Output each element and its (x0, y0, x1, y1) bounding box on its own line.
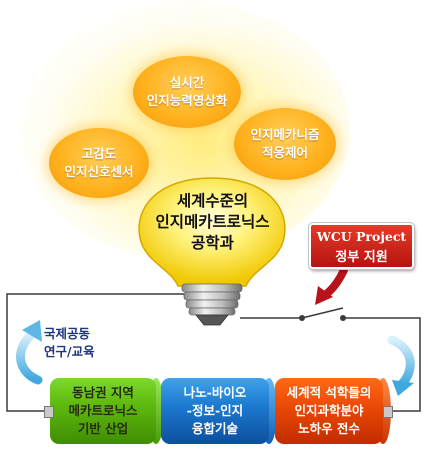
cylinder-text-3: 기반 산업 (77, 421, 129, 436)
bubble-text-2: 인지능력영상화 (146, 93, 228, 108)
switch-contact (340, 315, 346, 321)
cylinder-text-3: 노하우 전수 (298, 421, 360, 436)
cylinder-scholars-knowhow: 세계적 석학들의 인지과학분야 노하우 전수 (275, 378, 383, 444)
connector-nub (383, 406, 393, 418)
flow-arrow-left-icon (16, 320, 43, 385)
bulb-text-1: 세계수준의 (176, 192, 249, 210)
wcu-project-box: WCU Project 정부 지원 (308, 222, 415, 270)
wcu-subtitle: 정부 지원 (335, 250, 388, 265)
bubble-adaptive-control: 인지메카니즘 적응제어 (234, 108, 336, 180)
international-text-1: 국제공동 (44, 326, 91, 341)
bubble-text-1: 실시간 (169, 75, 205, 90)
cylinder-convergence-tech: 나노-바이오 -정보-인지 융합기술 (161, 378, 269, 444)
cylinder-text-1: 나노-바이오 (183, 385, 247, 400)
bubble-text-2: 인지신호센서 (64, 164, 134, 179)
bulb-label: 세계수준의 인지메카트로닉스 공학과 (150, 191, 275, 254)
circuit-wire (6, 293, 421, 412)
bubble-sensor: 고감도 인지신호센서 (49, 128, 149, 198)
international-text-2: 연구/교육 (44, 344, 95, 359)
cylinder-text-3: 융합기술 (191, 421, 238, 436)
wcu-title: WCU Project (316, 229, 407, 244)
funding-arrow-icon (315, 266, 348, 305)
cylinder-text-1: 동남권 지역 (72, 385, 134, 400)
bubble-text-1: 인지메카니즘 (250, 127, 320, 142)
light-bulb-icon (138, 177, 286, 326)
bubble-realtime-imaging: 실시간 인지능력영상화 (133, 56, 241, 128)
cylinder-regional-industry: 동남권 지역 메카트로닉스 기반 산업 (50, 378, 156, 444)
flow-arrow-right-icon (387, 335, 415, 396)
cylinder-text-2: 인지과학분야 (294, 403, 364, 418)
cylinder-text-2: -정보-인지 (186, 403, 244, 418)
international-label: 국제공동 연구/교육 (44, 325, 124, 361)
cylinder-text-1: 세계적 석학들의 (286, 385, 372, 400)
cylinder-text-2: 메카트로닉스 (68, 403, 138, 418)
switch-contact (299, 315, 305, 321)
bubble-text-2: 적응제어 (261, 145, 308, 160)
bubble-text-1: 고감도 (81, 146, 117, 161)
bulb-text-2: 인지메카트로닉스 (155, 213, 270, 231)
bulb-text-3: 공학과 (191, 234, 234, 252)
connector-nub (44, 406, 54, 418)
